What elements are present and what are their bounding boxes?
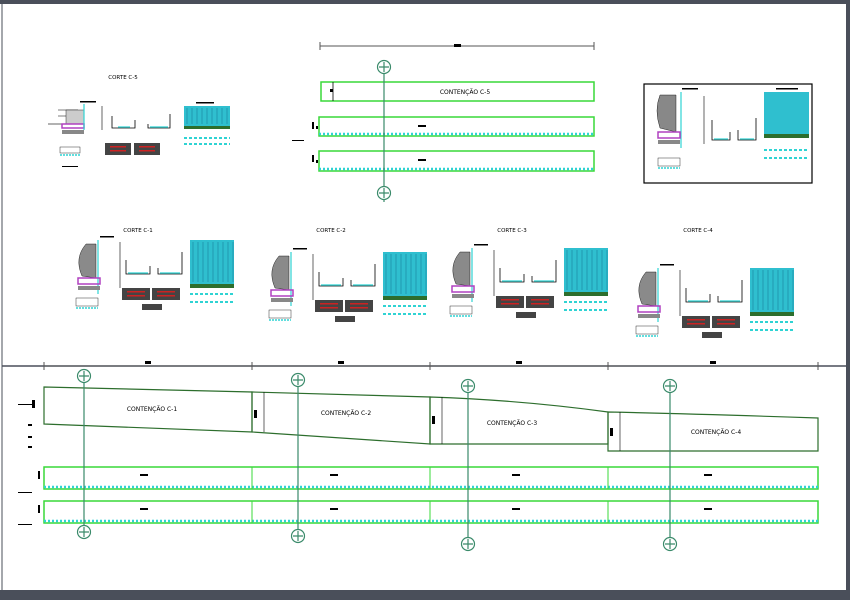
c5-axis-marker-bottom (376, 185, 392, 201)
corte-title-1: CORTE C-1 (123, 228, 153, 234)
c2-title: CONTENÇÃO C-2 (321, 410, 372, 417)
c5-axis-marker-top (376, 59, 392, 75)
c5-elevation-title: CONTENÇÃO C-5 (440, 89, 491, 96)
corte-title-2: CORTE C-2 (316, 228, 346, 234)
c5-dimension-text (454, 44, 461, 47)
c3-title: CONTENÇÃO C-3 (487, 420, 538, 427)
corte-c5-group: CORTE C-5 (48, 75, 230, 167)
corte-c5-title: CORTE C-5 (108, 75, 138, 81)
corte-section-3: CORTE C-3 (449, 228, 608, 318)
corte-section-1: CORTE C-1 (75, 228, 234, 310)
corte-title-4: CORTE C-4 (683, 228, 713, 234)
corte-section-2: CORTE C-2 (268, 228, 427, 322)
corte-title-3: CORTE C-3 (497, 228, 527, 234)
axis-marker-2 (290, 372, 306, 544)
c4-title: CONTENÇÃO C-4 (691, 429, 742, 436)
c5-plan-1 (318, 116, 595, 137)
bottom-plan-2 (43, 500, 819, 524)
c5-wall-elevation (320, 81, 595, 102)
axis-marker-3 (460, 378, 476, 552)
c2-wall (251, 391, 431, 445)
top-border (0, 0, 850, 4)
bottom-plan-1 (43, 466, 819, 490)
axis-marker-4 (662, 378, 678, 552)
c4-wall (607, 411, 819, 452)
bottom-border (0, 590, 850, 600)
c5-detail-box (643, 83, 813, 184)
c5-elevation-group: CONTENÇÃO C-5 (292, 42, 595, 202)
bottom-elevation-group: CONTENÇÃO C-1 CONTENÇÃO C-2 CONTENÇÃO C-… (18, 368, 819, 552)
corte-section-4: CORTE C-4 (635, 228, 794, 338)
mid-dimension-line (43, 361, 819, 370)
c5-plan-2 (318, 150, 595, 172)
c1-title: CONTENÇÃO C-1 (127, 406, 178, 413)
axis-marker-1 (76, 368, 92, 540)
cortes-row: CORTE C-1 CORTE C-2 CORTE C-3 CORTE C-4 (75, 228, 794, 338)
right-border (846, 0, 850, 600)
